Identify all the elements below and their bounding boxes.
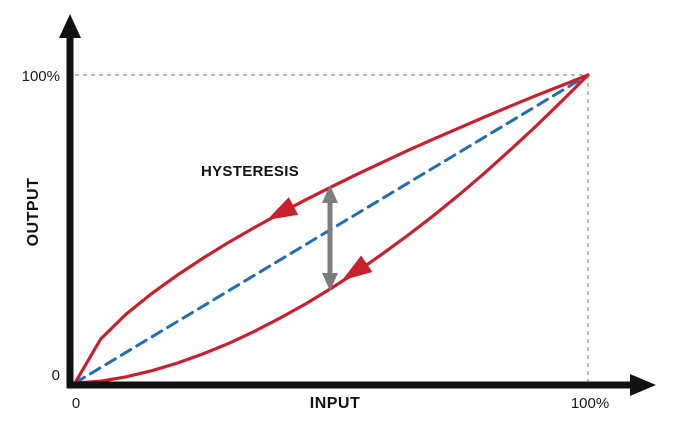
hysteresis-gap-arrow-icon xyxy=(322,185,338,291)
lower-hysteresis-curve xyxy=(73,73,590,385)
upper-curve-direction-arrow-icon xyxy=(266,197,299,220)
x-axis-arrow-icon xyxy=(630,374,656,396)
y-axis-arrow-icon xyxy=(59,14,81,38)
hysteresis-label: HYSTERESIS xyxy=(201,163,299,180)
upper-hysteresis-curve xyxy=(73,73,590,385)
y-axis-title: OUTPUT xyxy=(25,178,42,247)
x-axis-title: INPUT xyxy=(310,395,361,412)
y-tick-0-label: 0 xyxy=(52,367,60,384)
x-tick-0-label: 0 xyxy=(72,395,80,412)
y-tick-100-label: 100% xyxy=(22,68,60,85)
lower-curve-direction-arrow-icon xyxy=(341,255,373,281)
x-tick-100-label: 100% xyxy=(571,395,609,412)
